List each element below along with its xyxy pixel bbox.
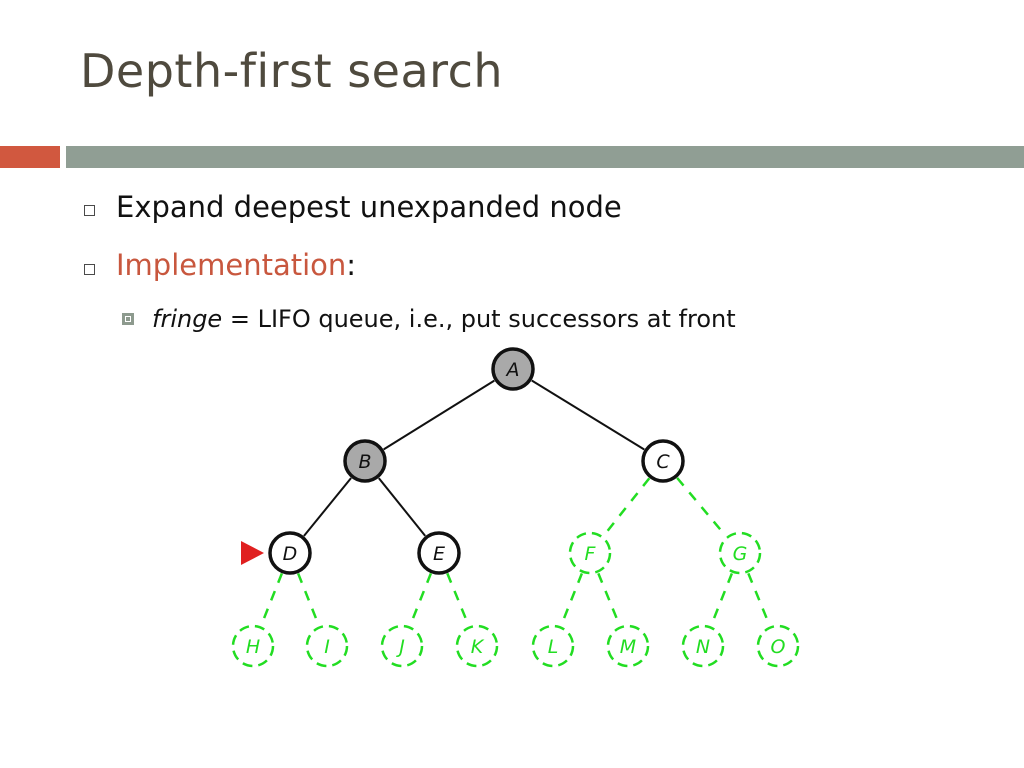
node-label-I: I — [324, 636, 330, 658]
node-label-J: J — [395, 636, 405, 658]
node-J: J — [380, 624, 424, 668]
node-C: C — [641, 439, 685, 483]
edge-E-J — [408, 572, 433, 627]
node-L: L — [531, 624, 575, 668]
node-label-L: L — [548, 636, 559, 658]
edge-C-G — [676, 477, 727, 537]
node-label-M: M — [620, 636, 636, 658]
bullet-implementation: Implementation: — [116, 248, 356, 282]
edge-F-L — [559, 572, 584, 627]
node-K: K — [455, 624, 499, 668]
node-B: B — [343, 439, 387, 483]
node-label-A: A — [505, 359, 520, 381]
node-D: D — [268, 531, 312, 575]
edge-G-N — [709, 572, 734, 627]
node-N: N — [681, 624, 725, 668]
node-M: M — [606, 624, 650, 668]
current-node-pointer-icon — [241, 541, 264, 565]
node-label-C: C — [656, 451, 670, 473]
edge-F-M — [597, 572, 621, 627]
sub-bullet-marker — [122, 313, 134, 325]
node-G: G — [718, 531, 762, 575]
node-F: F — [568, 531, 612, 575]
edge-A-C — [531, 379, 645, 451]
title-divider-bar — [66, 146, 1024, 168]
node-label-G: G — [733, 543, 748, 565]
node-E: E — [417, 531, 461, 575]
bullet-marker — [84, 264, 95, 275]
edge-D-I — [296, 572, 321, 627]
edge-G-O — [747, 572, 771, 627]
node-A: A — [491, 347, 535, 391]
node-I: I — [305, 624, 349, 668]
edge-C-F — [602, 477, 651, 537]
edge-A-B — [383, 379, 495, 451]
fringe-definition: = LIFO queue, i.e., put successors at fr… — [222, 305, 736, 333]
node-label-E: E — [433, 543, 445, 565]
node-O: O — [756, 624, 800, 668]
node-label-F: F — [585, 543, 597, 565]
title-divider-accent — [0, 146, 60, 168]
edge-D-H — [259, 572, 284, 627]
edge-B-D — [303, 477, 352, 537]
node-label-K: K — [471, 636, 485, 658]
sub-bullet-fringe: fringe = LIFO queue, i.e., put successor… — [152, 305, 736, 333]
node-label-O: O — [771, 636, 786, 658]
edge-E-K — [446, 572, 470, 627]
node-label-N: N — [696, 636, 710, 658]
slide-title: Depth-first search — [80, 44, 504, 98]
node-label-B: B — [358, 451, 371, 473]
node-label-H: H — [246, 636, 260, 658]
edge-B-E — [378, 477, 426, 537]
node-H: H — [231, 624, 275, 668]
implementation-label: Implementation — [116, 248, 347, 282]
implementation-colon: : — [346, 248, 357, 282]
fringe-term: fringe — [152, 305, 223, 333]
bullet-marker — [84, 205, 95, 216]
bullet-expand: Expand deepest unexpanded node — [116, 190, 622, 224]
node-label-D: D — [283, 543, 298, 565]
